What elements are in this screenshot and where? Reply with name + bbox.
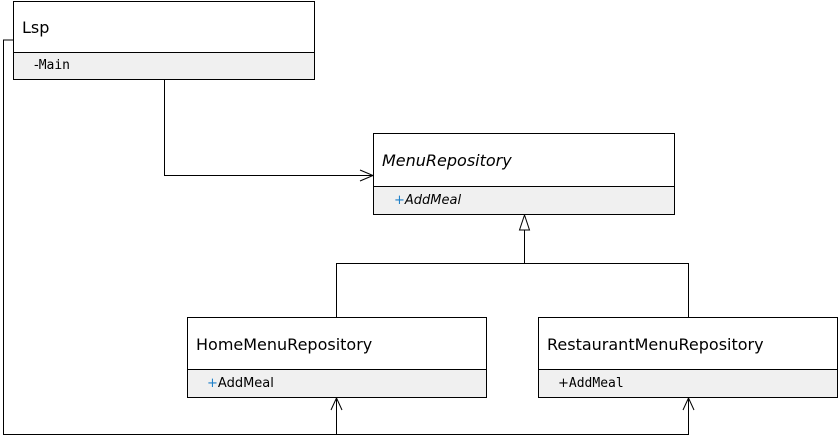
assoc-home-arrowhead [330, 396, 343, 411]
class-restaurantmenurepository: RestaurantMenuRepository +AddMeal [538, 317, 838, 398]
assoc-restaurant-arrowhead [682, 396, 695, 411]
class-lsp-operations: -Main [14, 52, 314, 79]
class-restaurantmenurepository-operations: +AddMeal [539, 369, 837, 397]
class-lsp: Lsp -Main [13, 1, 315, 80]
gen-hollow-triangle [518, 213, 531, 231]
gen-home-to-menurepository [336, 230, 525, 317]
operation-addmeal: AddMeal [404, 193, 462, 208]
visibility-public: + [394, 193, 405, 208]
gen-restaurant-to-menurepository [524, 263, 689, 317]
class-restaurantmenurepository-name: RestaurantMenuRepository [547, 335, 764, 354]
class-homemenurepository: HomeMenuRepository +AddMeal [187, 317, 487, 398]
visibility-public: + [558, 376, 569, 391]
visibility-private: - [34, 58, 39, 73]
visibility-public: + [207, 376, 218, 391]
class-lsp-name: Lsp [22, 18, 50, 37]
operation-addmeal: AddMeal [568, 376, 624, 391]
operation-main: Main [38, 58, 71, 73]
operation-addmeal: AddMeal [217, 376, 274, 391]
class-homemenurepository-name: HomeMenuRepository [196, 335, 373, 354]
class-menurepository-operations: +AddMeal [374, 186, 674, 214]
class-menurepository: MenuRepository +AddMeal [373, 133, 675, 215]
class-menurepository-name: MenuRepository [382, 151, 512, 170]
class-homemenurepository-operations: +AddMeal [188, 369, 486, 397]
assoc-lsp-menurepository [164, 80, 373, 176]
